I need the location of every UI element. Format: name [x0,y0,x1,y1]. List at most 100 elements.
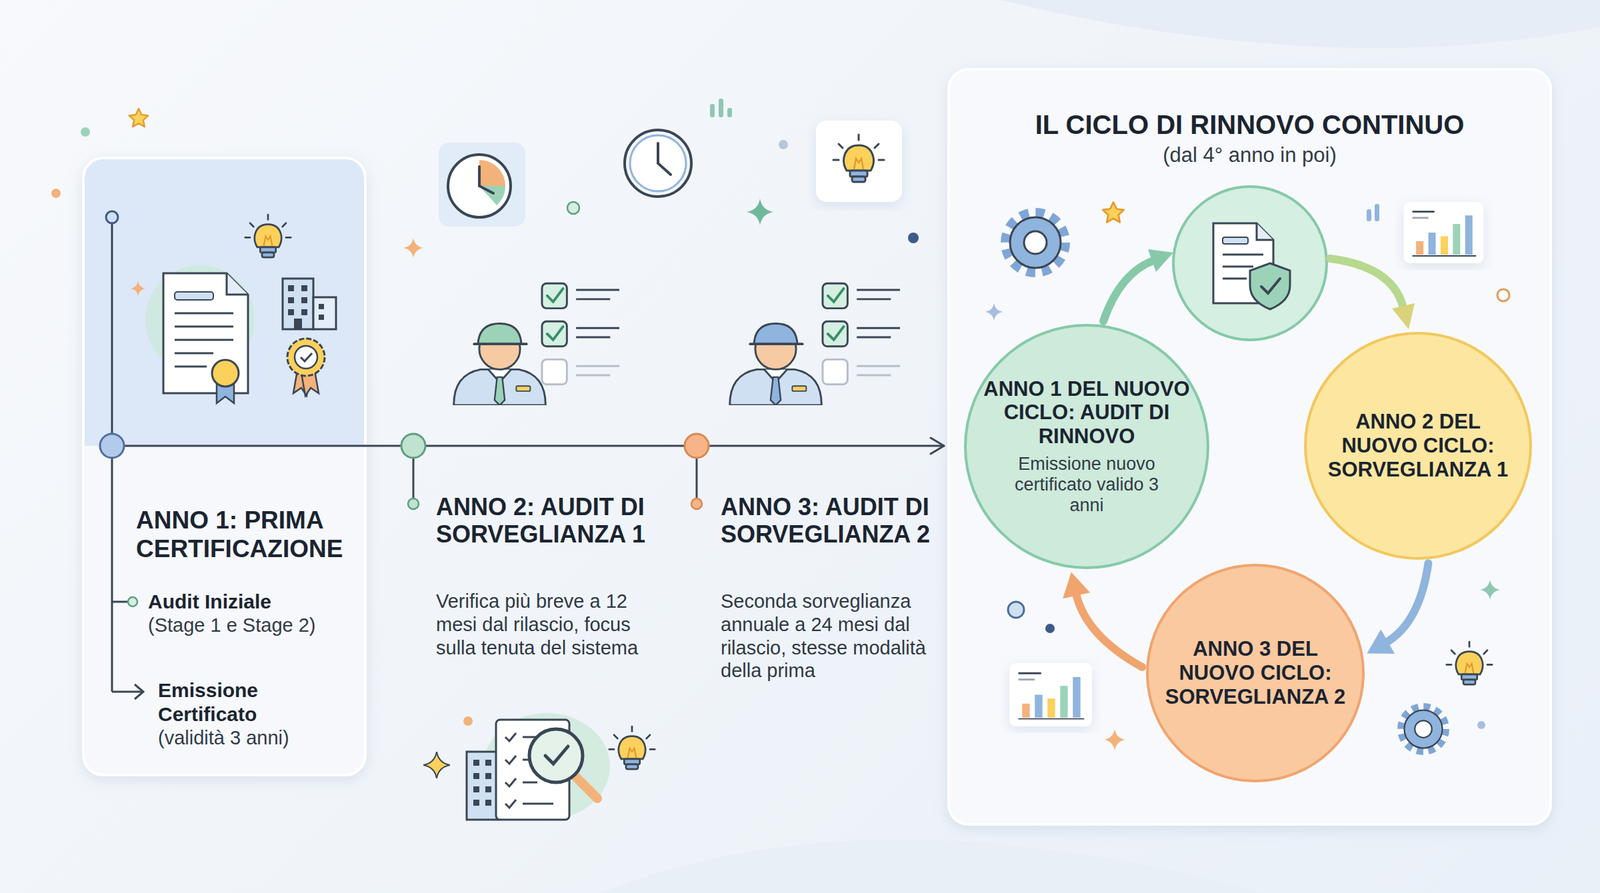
cycle-illustration-part-part [1222,254,1264,256]
circle-text: ANNO 2 DEL NUOVO CICLO: SORVEGLIANZA 1 [1303,331,1533,561]
step-description: Seconda sorveglianza annuale a 24 mesi d… [720,590,941,683]
clock-icons-part [438,142,526,227]
building-icon-part-part [288,285,294,292]
timeline-markers-part [401,434,426,458]
clock-icons-part-part [479,186,494,194]
cycle-illustration-part [1404,202,1484,264]
cycle-illustration-part-part [1366,209,1372,222]
certificate-illustration-part [124,274,138,288]
inspection-illustration-part [609,726,655,770]
certificate-illustration-part-part [174,366,207,368]
inspection-illustration-part-part [485,800,492,806]
cycle-illustration-part-part [1374,204,1380,222]
timeline-markers-part [112,601,128,604]
item-detail: (Stage 1 e Stage 2) [148,614,352,638]
medal-icon-part [300,353,312,362]
clock-icons-part [479,186,506,206]
clock-icons-part [479,166,494,194]
circle-shape [965,325,1208,568]
auditor-figures [454,283,900,406]
clock-icons-part-part [478,166,481,186]
clock-icons-part [448,154,511,218]
building-icon-part [288,285,324,330]
background-sparkles-part [51,188,61,198]
building-icon-part-part [301,297,308,304]
renewal-cycle-panel: IL CICLO DI RINNOVO CONTINUO(dal 4° anno… [948,69,1551,825]
clock-icons-part [630,135,686,192]
cycle-illustration-part [1222,237,1248,244]
clock-icons-part [833,134,884,182]
background-sparkles-part [130,281,146,296]
timeline-markers-part [684,434,709,458]
cycle-illustration-part [1008,602,1024,618]
inspection-illustration-part [483,713,610,820]
building-icon-part-part [318,304,324,310]
auditor-figures-part [454,324,546,406]
item-heading: Audit Iniziale [148,590,352,614]
circle-text: ANNO 3 DEL NUOVO CICLO: SORVEGLIANZA 2 [1145,563,1366,784]
cycle-illustration-part [1102,202,1124,222]
item-heading: Emissione Certificato [158,678,345,727]
certificate-illustration-part [226,273,248,295]
building-icon-part-part [301,309,308,316]
cycle-illustration-part [1366,204,1380,222]
step-heading: ANNO 2: AUDIT DI SORVEGLIANZA 1 [436,493,666,549]
step-heading: ANNO 3: AUDIT DI SORVEGLIANZA 2 [720,493,944,549]
cycle-illustration-part [1261,278,1280,294]
certificate-illustration-part [174,292,214,300]
certificate-illustration [124,214,336,404]
inspection-illustration-part-part [485,760,492,766]
inspection-illustration-part-part [485,786,492,793]
timeline-markers-part [100,434,124,458]
step-description: Verifica più breve a 12 mesi dal rilasci… [436,590,656,660]
cycle-illustration-part [1104,729,1126,751]
cycle-illustration-part-part [1222,266,1254,268]
clock-icons-part [624,130,692,197]
cycle-illustration-part [1009,663,1092,727]
cycle-illustration-part [1250,263,1290,310]
certificate-illustration-part [163,273,248,394]
cycle-illustration-part [1392,303,1415,330]
building-icon-part-part [288,297,294,304]
cycle-illustration-part [985,303,1003,321]
inspection-illustration-part [466,752,499,820]
timeline-markers-part [112,691,143,694]
timeline-markers-part [691,498,702,510]
inspection-illustration [423,713,655,820]
timeline-markers-part [128,597,138,607]
building-icon-part [282,278,314,330]
background-sparkles-part [908,232,919,244]
inspection-illustration-part-part [505,778,516,787]
cycle-illustration-part [1256,223,1274,240]
inspection-illustration-part-part [522,782,538,784]
panel-header: IL CICLO DI RINNOVO CONTINUO(dal 4° anno… [948,109,1551,168]
circle-heading: ANNO 3 DEL NUOVO CICLO: SORVEGLIANZA 2 [1158,637,1352,710]
cycle-illustration-part [1006,213,1065,272]
cycle-step-circle: ANNO 1 DEL NUOVO CICLO: AUDIT DI RINNOVO… [963,323,1210,570]
inspection-illustration-part-part [473,760,480,766]
circle-text: ANNO 1 DEL NUOVO CICLO: AUDIT DI RINNOVO… [963,323,1210,570]
panel-title: IL CICLO DI RINNOVO CONTINUO [948,109,1551,140]
cycle-illustration-part [1173,186,1327,340]
background-sparkles-part [567,202,580,214]
cycle-illustration-part-part [1222,278,1247,280]
circle-shape [1147,565,1364,782]
building-icon-part [313,297,336,330]
background-wave [600,840,1267,893]
clock-icons-part-part [656,143,660,164]
timeline-markers-part [112,445,366,448]
medal-icon-part [287,338,325,376]
background-sparkles-part [129,108,149,127]
certificate-illustration-part [212,360,239,387]
background-sparkles-part-part [718,98,724,118]
panel-shape [948,69,1551,825]
cycle-illustration-part [1330,258,1404,308]
panel-subtitle: (dal 4° anno in poi) [948,142,1551,168]
clock-icons-part [658,143,671,175]
text-column: ANNO 1: PRIMA CERTIFICAZIONEAudit Inizia… [136,506,352,750]
certificate-illustration-part-part [174,312,234,315]
inspection-illustration-part-part [473,773,480,780]
connector-line [1076,593,1142,668]
background-wave [1000,0,1600,48]
timeline-markers-part [106,211,118,224]
